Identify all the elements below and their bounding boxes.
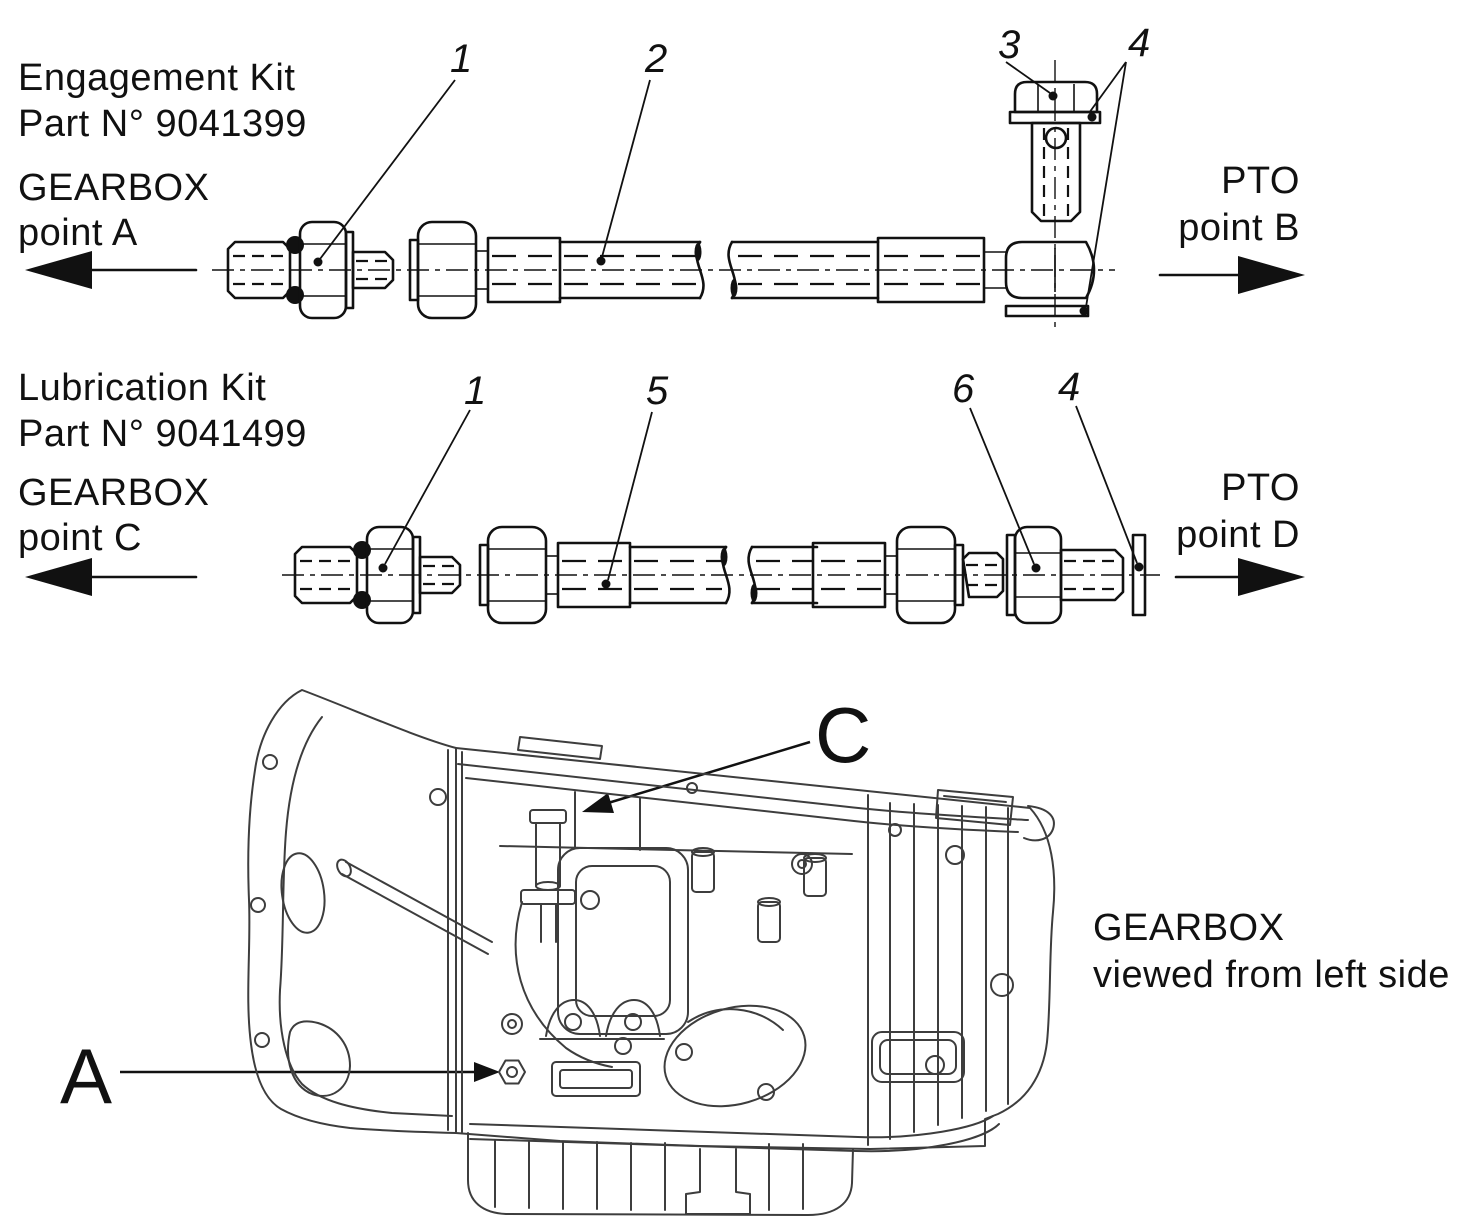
pto-direction-arrow-d [1174,558,1305,596]
lubrication-hose-assembly [282,525,1160,625]
callout-1: 1 [450,37,472,81]
hose-5 [628,545,819,605]
gearbox-point-a-label-line2: point A [18,212,138,254]
washer-4b [1131,533,1147,617]
gearbox-view-section: GEARBOX viewed from left side C A [60,689,1450,1216]
lube-port-c [520,809,600,943]
lubrication-kit-section: Lubrication Kit Part N° 9041499 GEARBOX … [18,365,1305,625]
callout-2: 2 [644,37,667,81]
gearbox-point-c-label-line2: point C [18,517,142,559]
lubrication-kit-part-number: Part N° 9041499 [18,413,307,455]
point-a-arrow [120,1062,500,1082]
callout-3: 3 [998,23,1020,67]
pto-point-b-label-line1: PTO [1221,160,1300,202]
hose-2 [558,236,1008,304]
gearbox-caption-line1: GEARBOX [1093,907,1284,949]
gearbox-caption-line2: viewed from left side [1093,954,1450,996]
callout-6: 6 [952,367,975,411]
lubrication-kit-title: Lubrication Kit [18,367,266,409]
gearbox-direction-arrow-a [25,251,198,289]
gearbox-drawing [247,689,1056,1216]
pto-point-b-label-line2: point B [1178,207,1300,249]
callout-4b: 4 [1058,365,1080,409]
pto-point-d-label-line1: PTO [1221,467,1300,509]
union-fitting-6 [961,525,1147,625]
engagement-kit-section: Engagement Kit Part N° 9041399 GEARBOX p… [18,21,1305,332]
point-c-arrow [582,740,811,813]
callout-5: 5 [646,369,669,413]
point-a-marker: A [60,1032,112,1120]
callout-1b: 1 [464,369,486,413]
engagement-port-a [498,1013,526,1085]
gearbox-point-a-label-line1: GEARBOX [18,167,209,209]
pto-direction-arrow-b [1158,256,1305,294]
point-c-marker: C [815,691,871,779]
engagement-callouts: 1 2 3 4 [313,21,1150,316]
gearbox-direction-arrow-c [25,558,198,596]
lubrication-callouts: 1 5 6 4 [378,365,1144,589]
gearbox-point-c-label-line1: GEARBOX [18,472,209,514]
engagement-kit-title: Engagement Kit [18,57,295,99]
banjo-bolt-3 [1008,80,1102,223]
engagement-hose-assembly [212,60,1115,332]
engagement-kit-part-number: Part N° 9041399 [18,103,307,145]
callout-4: 4 [1128,21,1150,65]
pto-point-d-label-line2: point D [1176,514,1300,556]
